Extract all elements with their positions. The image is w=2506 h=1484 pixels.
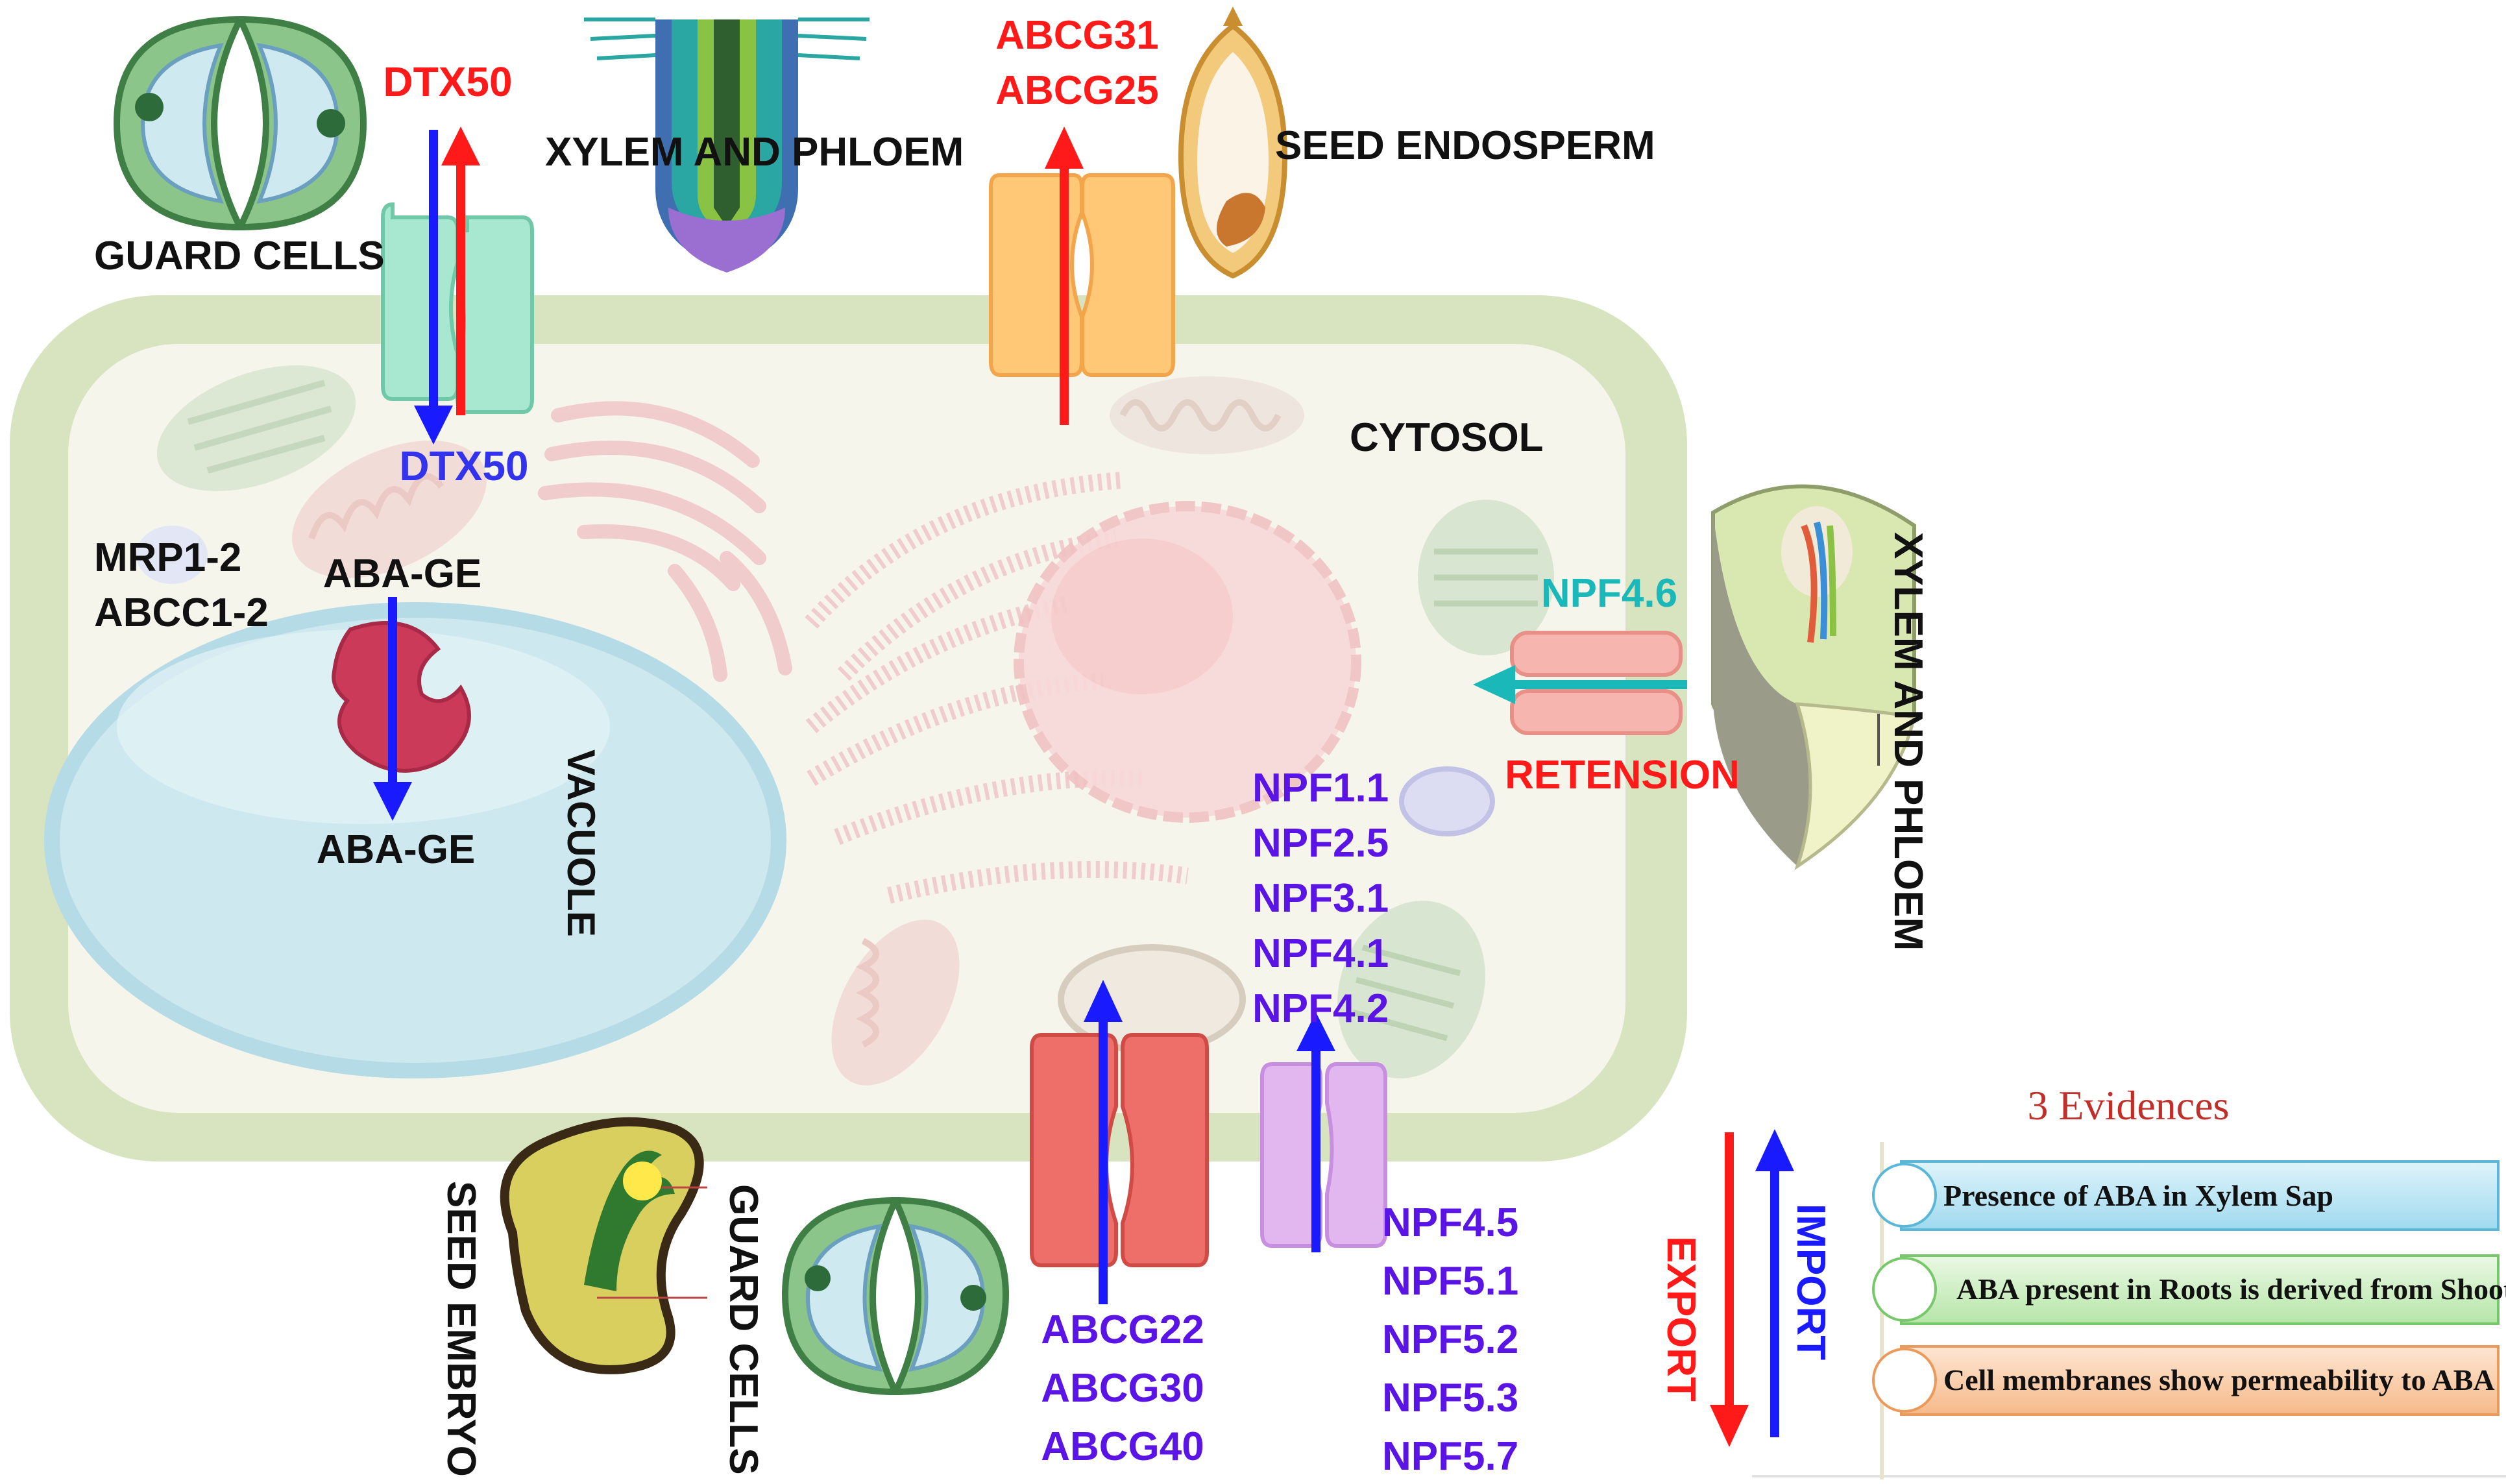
abcc1-2-label: ABCC1-2: [94, 590, 269, 635]
npf41-label: NPF4.1: [1252, 931, 1389, 976]
abcg40-label: ABCG40: [1041, 1424, 1204, 1469]
plant-cell: [10, 295, 1687, 1162]
xylem-phloem-right-label: XYLEM AND PHLOEM: [1886, 532, 1930, 951]
xylem-phloem-top-label: XYLEM AND PHLOEM: [545, 130, 964, 175]
mitochondrion-icon: [1110, 376, 1304, 454]
aba-ge-bottom-label: ABA-GE: [317, 827, 476, 872]
import-legend-arrow: [1755, 1129, 1794, 1437]
npf45-label: NPF4.5: [1382, 1200, 1518, 1245]
cytosol-label: CYTOSOL: [1350, 415, 1544, 460]
chloroplast-icon: [1418, 500, 1554, 655]
npf25-label: NPF2.5: [1252, 821, 1389, 866]
import-arrow-dtx50: [414, 130, 453, 444]
dtx50-bottom-label: DTX50: [399, 443, 528, 489]
guard-cells-icon: [781, 1197, 1010, 1396]
seed-endosperm-label: SEED ENDOSPERM: [1275, 123, 1655, 168]
abcg22-label: ABCG22: [1041, 1308, 1204, 1352]
chloroplast-icon: [156, 365, 356, 491]
evidence-bullet: [1872, 1163, 1937, 1228]
seed-embryo-icon: [500, 1117, 707, 1374]
npf57-label: NPF5.7: [1382, 1434, 1518, 1479]
evidence-box-2: [1900, 1254, 2500, 1325]
npf53-label: NPF5.3: [1382, 1376, 1518, 1420]
evidence-item-3: Cell membranes show permeability to ABA: [1943, 1363, 2495, 1396]
evidence-box-3: [1900, 1345, 2500, 1416]
dtx50-top-label: DTX50: [383, 58, 512, 105]
npf31-label: NPF3.1: [1252, 876, 1389, 921]
vacuole-label: VACUOLE: [559, 749, 603, 937]
guard-cells-bottom-label: GUARD CELLS: [721, 1184, 766, 1475]
aba-ge-top-label: ABA-GE: [323, 552, 482, 596]
npf46-label: NPF4.6: [1541, 571, 1677, 616]
root-cross-section-icon: [1711, 484, 1917, 871]
evidence-bullet: [1872, 1257, 1937, 1322]
abcg31-label: ABCG31: [995, 13, 1159, 58]
evidence-title: 3 Evidences: [2028, 1082, 2230, 1128]
aba-ge-transporter-icon: [332, 621, 471, 773]
export-label: EXPORT: [1659, 1236, 1703, 1402]
evidence-box-1: [1900, 1160, 2500, 1231]
evidence-bullet: [1872, 1348, 1937, 1413]
npf-transporter-icon: [1260, 1062, 1387, 1248]
aba-ge-arrow: [373, 597, 412, 821]
npf51-label: NPF5.1: [1382, 1259, 1518, 1304]
vesicle-icon: [1399, 766, 1495, 836]
export-arrow-abcg: [1045, 127, 1084, 425]
import-arrow-abcg: [1084, 980, 1123, 1304]
export-arrow-dtx50: [441, 127, 480, 415]
nucleus-icon: [1014, 501, 1361, 823]
vesicle-icon: [136, 526, 208, 584]
mitochondrion-icon: [292, 441, 487, 578]
import-label: IMPORT: [1788, 1204, 1833, 1360]
guard-cells-top-label: GUARD CELLS: [94, 234, 385, 278]
npf11-label: NPF1.1: [1252, 766, 1389, 810]
npf52-label: NPF5.2: [1382, 1317, 1518, 1362]
mitochondrion-icon: [831, 919, 960, 1086]
chloroplast-icon: [1337, 901, 1485, 1078]
guard-cells-icon: [113, 16, 367, 231]
root-tip-icon: [584, 18, 870, 273]
abcg25-transporter-icon: [989, 173, 1175, 377]
seed-endosperm-icon: [1178, 6, 1288, 279]
mrp1-2-label: MRP1-2: [94, 535, 241, 580]
golgi-apparatus-icon: [538, 401, 792, 682]
import-arrow-npf: [1296, 1012, 1335, 1252]
export-legend-arrow: [1710, 1132, 1749, 1447]
evidence-item-1: Presence of ABA in Xylem Sap: [1943, 1179, 2333, 1212]
npf42-label: NPF4.2: [1252, 986, 1389, 1031]
seed-embryo-label: SEED EMBRYO: [439, 1181, 483, 1477]
retension-arrow: [1473, 665, 1687, 704]
abcg25-label: ABCG25: [995, 68, 1159, 113]
evidence-item-2: ABA present in Roots is derived from Sho…: [1956, 1272, 2506, 1306]
evidence-panel: [1752, 1142, 2506, 1479]
abcg30-label: ABCG30: [1041, 1366, 1204, 1411]
npf46-transporter-icon: [1510, 631, 1683, 735]
abcg40-transporter-icon: [1030, 1033, 1209, 1267]
retension-label: RETENSION: [1505, 753, 1740, 797]
